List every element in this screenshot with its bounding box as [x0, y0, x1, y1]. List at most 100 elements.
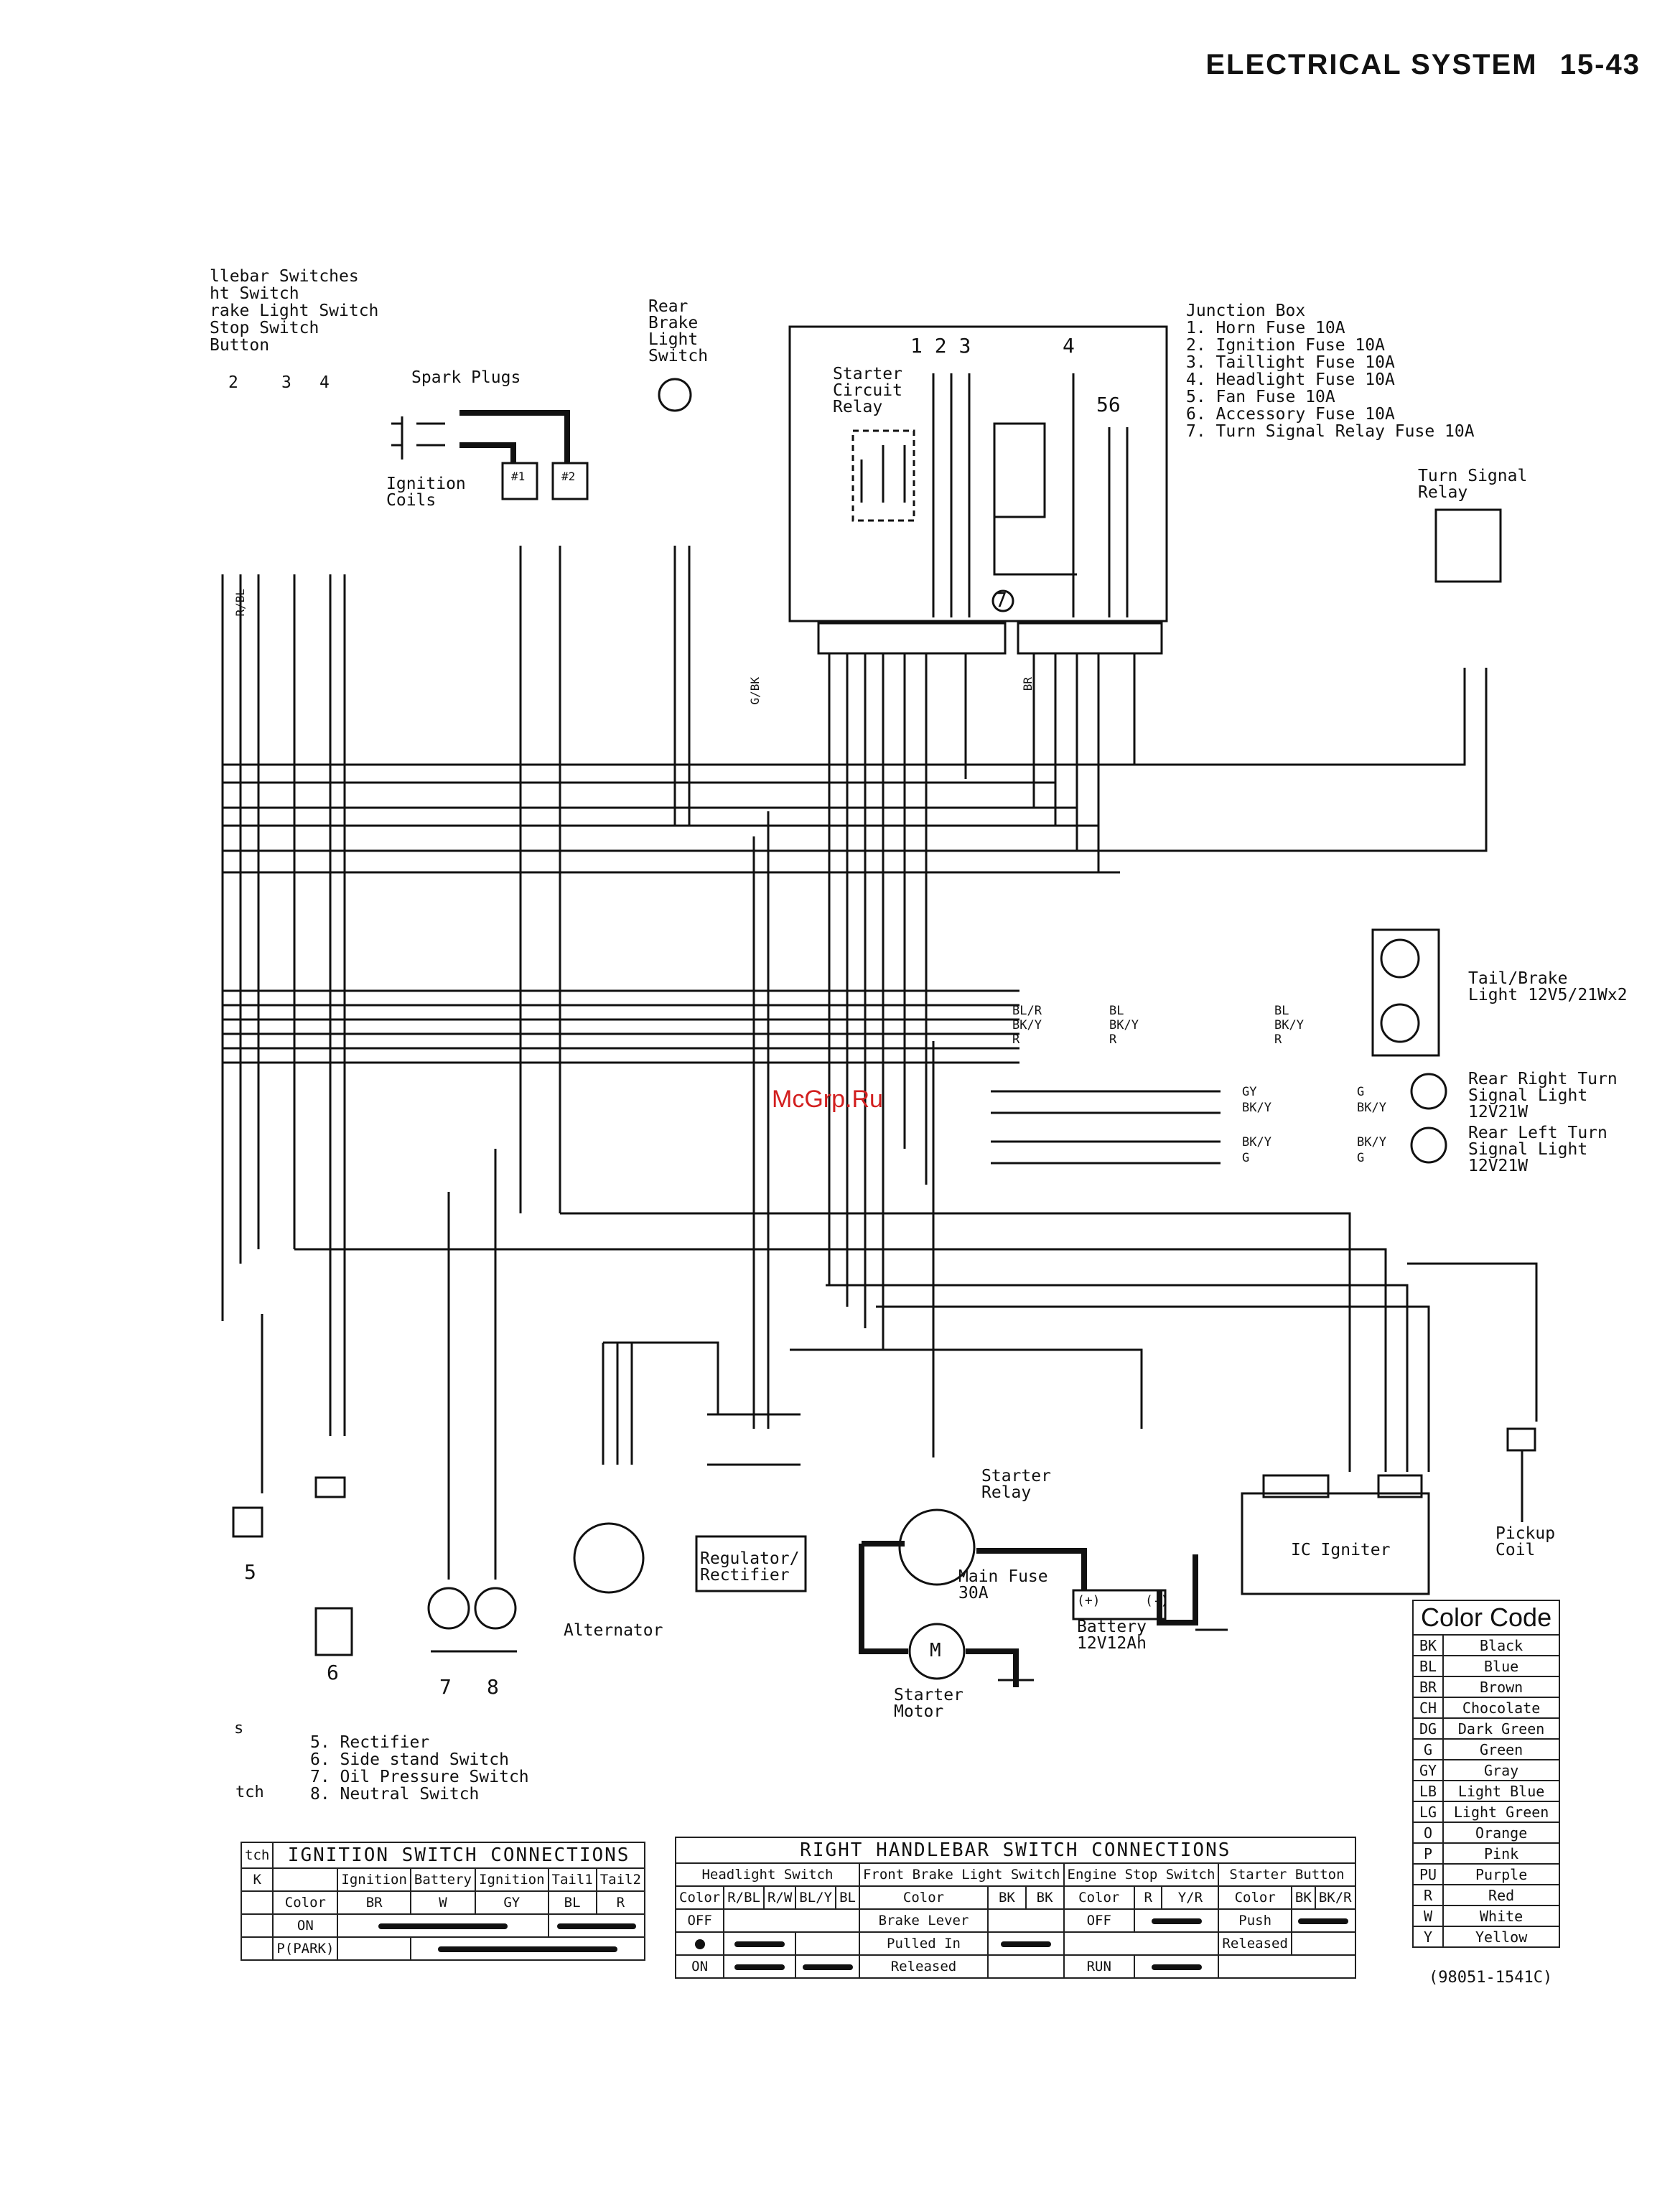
color-cell: BK: [1290, 1885, 1316, 1910]
callout-5: 5: [244, 1560, 256, 1584]
row-label: Released: [858, 1954, 989, 1979]
header-cell: Tail2: [595, 1867, 645, 1892]
connection-bar: [337, 1913, 549, 1938]
color-cell: Black: [1442, 1634, 1561, 1656]
color-cell: R: [595, 1890, 645, 1915]
turn-left-wire-labels-right: BK/Y G: [1357, 1134, 1386, 1166]
color-cell: Chocolate: [1442, 1697, 1561, 1719]
code-cell: DG: [1411, 1717, 1445, 1740]
battery-plus: (+): [1077, 1593, 1101, 1608]
color-cell: Color: [858, 1885, 989, 1910]
wire-label: BR: [1021, 677, 1035, 691]
left-legend-line: ht Switch: [210, 284, 299, 303]
wire-label: BK/Y: [1274, 1018, 1304, 1032]
color-cell: White: [1442, 1905, 1561, 1927]
junction-fuse-item: 2. Ignition Fuse 10A: [1186, 336, 1385, 355]
color-cell: Light Green: [1442, 1801, 1561, 1823]
callout-1: 1: [910, 334, 923, 358]
color-cell: Dark Green: [1442, 1717, 1561, 1740]
code-cell: BR: [1411, 1676, 1445, 1698]
ic-igniter-box: [1241, 1492, 1430, 1595]
wire-label: BK/Y: [1012, 1018, 1042, 1032]
bottom-legend: 5. Rectifier 6. Side stand Switch 7. Oil…: [310, 1734, 529, 1803]
tail-brake-label: Tail/Brake Light 12V5/21Wx2: [1468, 969, 1628, 1004]
color-cell: R/W: [762, 1885, 797, 1910]
wire-label: G: [1357, 1151, 1365, 1165]
junction-connector-right: [1017, 622, 1163, 655]
callout-5: 5: [1096, 393, 1109, 416]
color-cell: BL: [547, 1890, 597, 1915]
callout-6: 6: [327, 1661, 339, 1684]
callout-7: 7: [439, 1675, 452, 1699]
wire-label: R: [1012, 1032, 1020, 1047]
wire-label: G: [1242, 1151, 1250, 1165]
turn-left-wire-labels: BK/Y G: [1242, 1134, 1271, 1166]
bottom-legend-line: 8. Neutral Switch: [310, 1785, 480, 1804]
junction-connector-left: [817, 622, 1007, 655]
color-cell: Y/R: [1161, 1885, 1220, 1910]
junction-box-outline: [788, 325, 1168, 622]
callout-6: 6: [1108, 393, 1121, 416]
color-cell: Orange: [1442, 1821, 1561, 1844]
row-label: OFF: [1063, 1908, 1136, 1933]
code-cell: BL: [1411, 1655, 1445, 1677]
code-cell: BK: [1411, 1634, 1445, 1656]
connection-bar: [987, 1931, 1065, 1956]
header-cell: Battery: [409, 1867, 477, 1892]
connection-bar: [723, 1954, 797, 1979]
header-cell: Ignition: [475, 1867, 549, 1892]
color-cell: R: [1134, 1885, 1163, 1910]
callout-8: 8: [487, 1675, 499, 1699]
wire-label: G/BK: [748, 677, 762, 705]
code-cell: R: [1411, 1884, 1445, 1906]
code-cell: PU: [1411, 1863, 1445, 1885]
group-header: Front Brake Light Switch: [858, 1862, 1065, 1887]
code-cell: LB: [1411, 1780, 1445, 1802]
left-legend-line: rake Light Switch: [210, 302, 379, 320]
row-label: RUN: [1063, 1954, 1136, 1979]
turn-signal-relay-label: Turn Signal Relay: [1418, 467, 1528, 502]
rectifier-symbol: [232, 1506, 263, 1538]
row-label: Released: [1218, 1931, 1292, 1956]
color-cell: Color: [674, 1885, 725, 1910]
rear-left-turn-label: Rear Left Turn Signal Light 12V21W: [1468, 1124, 1607, 1175]
stub-cell: [240, 1936, 274, 1961]
regulator-label: Regulator/ Rectifier: [700, 1549, 800, 1585]
wire-label: BL/R: [1012, 1004, 1042, 1018]
part-code: (98051-1541C): [1429, 1969, 1553, 1987]
bottom-legend-line: 6. Side stand Switch: [310, 1750, 509, 1769]
color-cell: BL: [835, 1885, 860, 1910]
connection-bar: [723, 1931, 797, 1956]
code-cell: G: [1411, 1738, 1445, 1760]
rear-brake-switch-label: Rear Brake Light Switch: [648, 297, 709, 365]
color-cell: Color: [1063, 1885, 1136, 1910]
code-cell: CH: [1411, 1697, 1445, 1719]
wire-label: R/BL: [233, 589, 247, 617]
alternator-label: Alternator: [564, 1621, 663, 1640]
connection-bar: [1290, 1908, 1356, 1933]
color-cell: Green: [1442, 1738, 1561, 1760]
battery-minus: (-): [1145, 1593, 1169, 1608]
tail-wire-labels-right: BL BK/Y R: [1274, 1004, 1304, 1047]
callout-2: 2: [228, 373, 238, 392]
turn-right-wire-labels: GY BK/Y: [1242, 1084, 1271, 1116]
coil-1-label: #1: [511, 470, 526, 483]
color-cell: BK: [1025, 1885, 1065, 1910]
callout-4: 4: [319, 373, 330, 392]
row-label: P(PARK): [272, 1936, 339, 1961]
color-cell: GY: [475, 1890, 549, 1915]
wire-label: BK/Y: [1242, 1101, 1271, 1115]
row-label: Pulled In: [858, 1931, 989, 1956]
color-cell: Color: [1218, 1885, 1292, 1910]
starter-motor-label: Starter Motor: [894, 1686, 963, 1721]
wire-label: R: [1109, 1032, 1117, 1047]
rear-left-turn-light: [1410, 1127, 1447, 1164]
battery-label: Battery 12V12Ah: [1077, 1618, 1147, 1653]
color-cell: R/BL: [723, 1885, 765, 1910]
color-code-title: Color Code: [1411, 1600, 1561, 1636]
wire-label: G: [1357, 1085, 1365, 1099]
junction-callouts-5-6: 56: [1096, 393, 1121, 416]
